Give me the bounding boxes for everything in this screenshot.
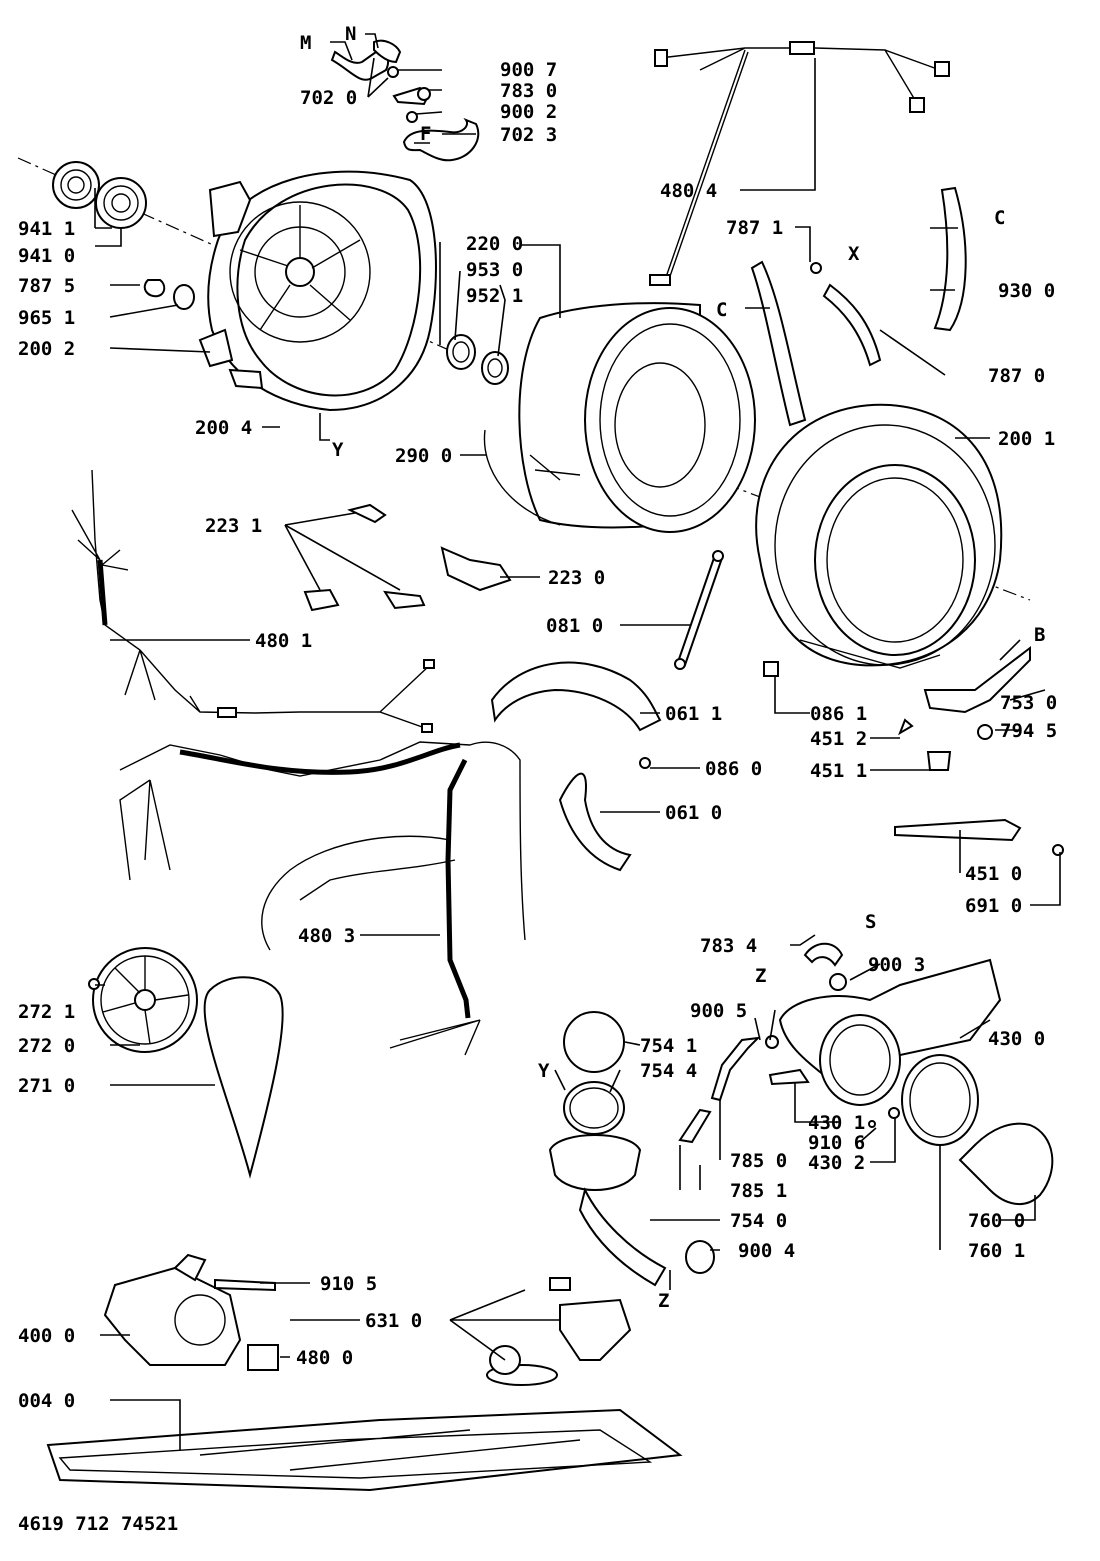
callout-label: 783 0 bbox=[500, 80, 557, 102]
callout-label: 691 0 bbox=[965, 895, 1022, 917]
callout-label: 952 1 bbox=[466, 285, 523, 307]
filter-part bbox=[548, 1011, 1054, 1287]
callout-label: 965 1 bbox=[18, 307, 75, 329]
callout-label: 900 7 bbox=[500, 59, 557, 81]
callout-label: 223 0 bbox=[548, 567, 605, 589]
callout-label: 910 5 bbox=[320, 1273, 377, 1295]
callout-label: 753 0 bbox=[1000, 692, 1057, 714]
base-plate-part bbox=[46, 1408, 683, 1492]
callout-label: 783 4 bbox=[700, 935, 757, 957]
callout-label: 451 2 bbox=[810, 728, 867, 750]
callout-label: X bbox=[848, 243, 860, 265]
callout-label: 941 1 bbox=[18, 218, 75, 240]
callout-label: 451 1 bbox=[810, 760, 867, 782]
callout-label: 900 3 bbox=[868, 954, 925, 976]
leader-lines bbox=[94, 33, 1061, 1450]
document-number: 4619 712 74521 bbox=[18, 1513, 178, 1535]
callout-label: 480 3 bbox=[298, 925, 355, 947]
callout-label: 086 0 bbox=[705, 758, 762, 780]
callout-label: 785 0 bbox=[730, 1150, 787, 1172]
callout-label: 910 6 bbox=[808, 1132, 865, 1154]
harness-480-4-part bbox=[649, 41, 950, 286]
callout-label: Y bbox=[332, 439, 344, 461]
callout-label: 430 1 bbox=[808, 1112, 865, 1134]
motor-part bbox=[103, 1253, 279, 1371]
callout-label: Z bbox=[658, 1290, 669, 1312]
front-tub-part bbox=[755, 403, 1003, 669]
callout-label: M bbox=[300, 32, 311, 54]
control-module-part bbox=[486, 1277, 632, 1386]
drain-pump-part bbox=[768, 942, 1002, 1128]
callout-label: 061 0 bbox=[665, 802, 722, 824]
callout-label: 787 1 bbox=[726, 217, 783, 239]
callout-label: 900 5 bbox=[690, 1000, 747, 1022]
rear-tub-part bbox=[198, 170, 437, 412]
callout-label: 702 3 bbox=[500, 124, 557, 146]
callout-label: 200 4 bbox=[195, 417, 252, 439]
callout-label: 220 0 bbox=[466, 233, 523, 255]
callout-label: 754 1 bbox=[640, 1035, 697, 1057]
callout-label: 480 4 bbox=[660, 180, 717, 202]
callout-label: 061 1 bbox=[665, 703, 722, 725]
bearing-part bbox=[52, 161, 195, 310]
callout-label: 631 0 bbox=[365, 1310, 422, 1332]
callout-label: 200 2 bbox=[18, 338, 75, 360]
inlet-hose-part bbox=[330, 39, 480, 162]
callout-label: 272 1 bbox=[18, 1001, 75, 1023]
callout-label: 900 2 bbox=[500, 101, 557, 123]
callout-label: 953 0 bbox=[466, 259, 523, 281]
callout-label: 900 4 bbox=[738, 1240, 795, 1262]
callout-label: 702 0 bbox=[300, 87, 357, 109]
heater-part bbox=[639, 645, 1064, 856]
callout-label: N bbox=[345, 23, 356, 45]
callout-label: 794 5 bbox=[1000, 720, 1057, 742]
callout-label: 004 0 bbox=[18, 1390, 75, 1412]
callout-label: C bbox=[716, 299, 727, 321]
callout-label: Y bbox=[538, 1060, 550, 1082]
callout-label: C bbox=[994, 207, 1005, 229]
harness-480-3-part bbox=[119, 741, 526, 1056]
drum-part bbox=[518, 302, 756, 533]
callout-labels: M N 900 7 783 0 702 0 900 2 F 702 3 941 … bbox=[18, 23, 1057, 1412]
callout-label: F bbox=[420, 123, 431, 145]
callout-label: 200 1 bbox=[998, 428, 1055, 450]
callout-label: 290 0 bbox=[395, 445, 452, 467]
callout-label: 086 1 bbox=[810, 703, 867, 725]
callout-label: 272 0 bbox=[18, 1035, 75, 1057]
callout-label: 941 0 bbox=[18, 245, 75, 267]
callout-label: 451 0 bbox=[965, 863, 1022, 885]
callout-label: 271 0 bbox=[18, 1075, 75, 1097]
pulley-part bbox=[88, 947, 284, 1179]
callout-label: 081 0 bbox=[546, 615, 603, 637]
callout-label: 754 4 bbox=[640, 1060, 697, 1082]
callout-label: 480 0 bbox=[296, 1347, 353, 1369]
harness-480-1-part bbox=[71, 469, 435, 733]
callout-label: 480 1 bbox=[255, 630, 312, 652]
callout-label: 787 0 bbox=[988, 365, 1045, 387]
callout-label: 785 1 bbox=[730, 1180, 787, 1202]
callout-label: B bbox=[1034, 624, 1045, 646]
callout-label: 760 1 bbox=[968, 1240, 1025, 1262]
shock-absorber-part bbox=[674, 550, 724, 670]
counterweight-part bbox=[303, 503, 512, 612]
callout-label: 787 5 bbox=[18, 275, 75, 297]
drum-wire-part bbox=[483, 429, 561, 526]
callout-label: 430 0 bbox=[988, 1028, 1045, 1050]
callout-label: 760 0 bbox=[968, 1210, 1025, 1232]
hose-part bbox=[750, 186, 967, 427]
callout-label: 430 2 bbox=[808, 1152, 865, 1174]
callout-label: 223 1 bbox=[205, 515, 262, 537]
callout-label: 400 0 bbox=[18, 1325, 75, 1347]
callout-label: S bbox=[865, 911, 876, 933]
small-hose-part bbox=[678, 1035, 779, 1144]
callout-label: 754 0 bbox=[730, 1210, 787, 1232]
bellows-part bbox=[490, 661, 662, 872]
tub-seal-part bbox=[446, 334, 509, 385]
callout-label: 930 0 bbox=[998, 280, 1055, 302]
callout-label: Z bbox=[755, 965, 766, 987]
